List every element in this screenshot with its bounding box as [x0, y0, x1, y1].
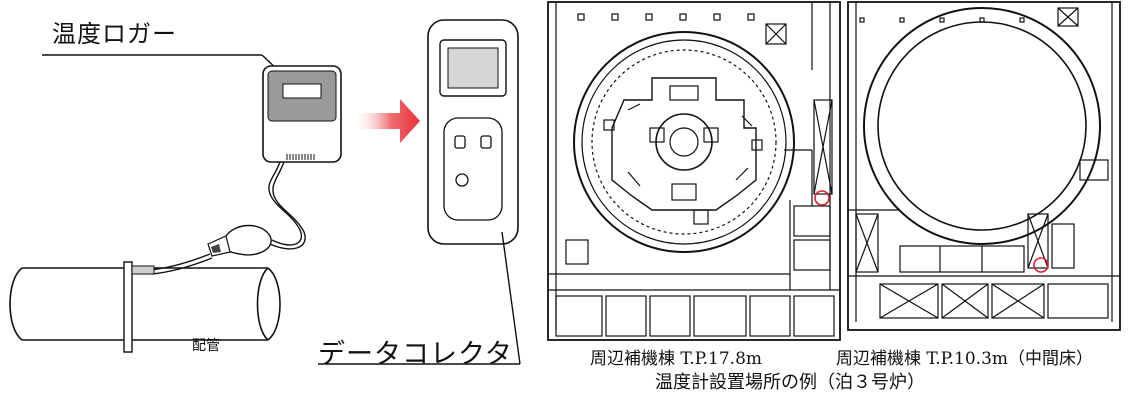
transfer-arrow-icon [356, 99, 420, 143]
floor-plan-b-caption: 周辺補機棟 T.P.10.3m（中間床） [836, 349, 1094, 369]
temperature-probe [149, 224, 272, 275]
pipe [9, 261, 281, 353]
location-circle-icon [814, 190, 830, 206]
floor-plan-tp17-8m [547, 1, 841, 341]
logger-cable [268, 161, 306, 250]
logger-label-underline [42, 54, 281, 73]
pipe-label: 配管 [192, 338, 220, 354]
collector-label-underline [318, 231, 521, 365]
floor-plan-tp10-3m [847, 1, 1121, 331]
data-collector-device [427, 19, 519, 245]
temperature-logger-label: 温度ロガー [52, 20, 177, 48]
location-circle-icon [1033, 257, 1049, 273]
floor-plan-a-caption: 周辺補機棟 T.P.17.8m [590, 349, 763, 369]
overall-caption: 温度計設置場所の例（泊３号炉） [655, 372, 925, 393]
temperature-logger-device [262, 65, 342, 163]
data-collector-label: データコレクタ [318, 339, 513, 370]
